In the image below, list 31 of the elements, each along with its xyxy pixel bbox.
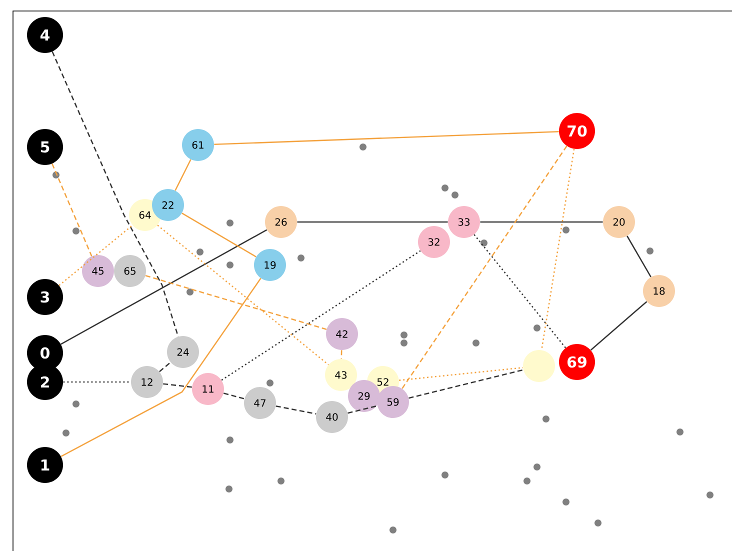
node-label: 2	[40, 376, 49, 388]
edge-line	[348, 405, 378, 414]
edge-line	[340, 350, 342, 359]
edge-line	[474, 234, 566, 348]
node-label: 0	[40, 347, 50, 359]
edge-line	[159, 362, 171, 372]
edge-line	[223, 392, 245, 400]
edge-line	[60, 278, 262, 457]
edge-line	[590, 301, 648, 351]
node-label: 59	[387, 398, 399, 406]
edge-line	[540, 148, 575, 350]
edge-line	[276, 405, 316, 415]
edge-line	[402, 146, 568, 389]
edge-line	[63, 381, 131, 383]
edge-line	[297, 221, 448, 223]
edge-line	[408, 369, 524, 399]
edge-line	[60, 229, 268, 345]
node-circle	[523, 350, 555, 382]
edge-line	[182, 212, 256, 258]
edge-line	[145, 274, 327, 330]
edge-line	[399, 367, 523, 381]
edge-line	[163, 383, 192, 388]
edge-line	[58, 224, 133, 286]
edge-line	[214, 131, 559, 146]
edge-line	[221, 250, 421, 381]
edge-line	[480, 221, 603, 223]
edge-line	[52, 51, 179, 337]
node-label: 29	[358, 392, 370, 400]
edge-line	[174, 159, 192, 191]
edge-line	[157, 224, 329, 366]
edge-line	[626, 236, 652, 278]
